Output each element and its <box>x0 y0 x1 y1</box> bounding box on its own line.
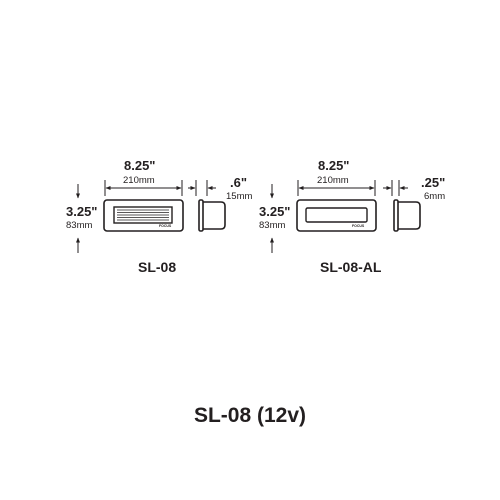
sl08al-width-inches: 8.25" <box>318 158 350 173</box>
sl08al-depth-dimension <box>383 180 408 196</box>
sl08al-side-view <box>393 199 421 232</box>
sl08-brand-mark: FOCUS <box>159 224 172 228</box>
sl08-model-label: SL-08 <box>138 259 177 275</box>
sl08al-depth-mm: 6mm <box>424 191 446 202</box>
sl08-height-inches: 3.25" <box>66 204 98 219</box>
sl08al-depth-inches: .25" <box>421 175 446 190</box>
louver-lines <box>117 209 169 221</box>
sl08al-width-mm: 210mm <box>317 175 349 186</box>
sl08-side-view <box>198 199 226 232</box>
sl08al-model-label: SL-08-AL <box>320 259 382 275</box>
sl08al-height-inches: 3.25" <box>259 204 291 219</box>
sl08al-brand-mark: FOCUS <box>352 224 365 228</box>
sl08-depth-dimension <box>188 180 216 196</box>
sl08-width-dimension <box>104 180 183 196</box>
sl08-depth-inches: .6" <box>230 175 248 190</box>
sl08-width-mm: 210mm <box>123 175 155 186</box>
sl08al-width-dimension <box>297 180 376 196</box>
sl08al-height-mm: 83mm <box>259 220 286 231</box>
sl08-height-mm: 83mm <box>66 220 93 231</box>
sl08-front-view <box>103 199 184 232</box>
page-title: SL-08 (12v) <box>193 404 307 427</box>
sl08-depth-mm: 15mm <box>226 191 253 202</box>
sl08-width-inches: 8.25" <box>124 158 156 173</box>
sl08al-front-view <box>296 199 377 232</box>
